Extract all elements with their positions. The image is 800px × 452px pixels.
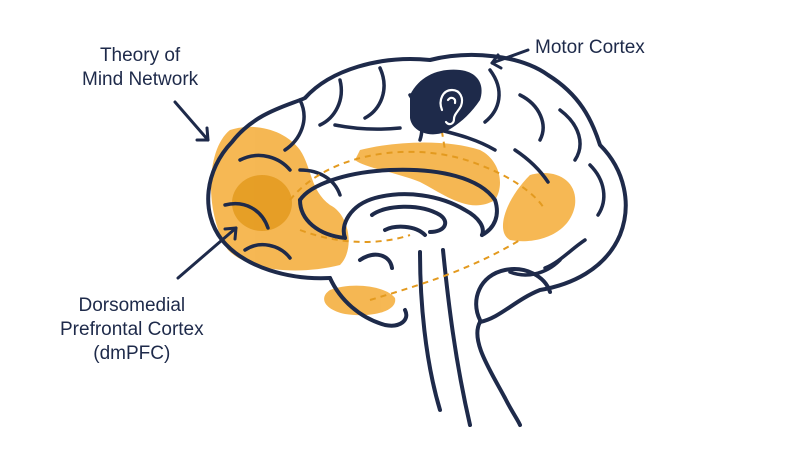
- dmpfc-label: Dorsomedial Prefrontal Cortex (dmPFC): [60, 294, 204, 366]
- motor-cortex-region: [410, 69, 482, 135]
- tpj-region: [502, 173, 576, 242]
- motor-cortex-label: Motor Cortex: [535, 36, 645, 60]
- motor-arrow: [490, 48, 530, 65]
- tom-label-line2: Mind Network: [82, 69, 199, 90]
- dmpfc-core: [232, 175, 292, 231]
- tom-label-line1: Theory of: [99, 45, 181, 66]
- label-arrows: [173, 48, 530, 280]
- theory-of-mind-label: Theory of Mind Network: [82, 44, 198, 92]
- dmpfc-label-line1: Dorsomedial: [78, 295, 186, 316]
- cingulate-region: [355, 142, 500, 206]
- tom-arrow: [173, 100, 210, 142]
- dmpfc-label-line2: Prefrontal Cortex: [60, 319, 204, 340]
- ear-icon: [439, 88, 464, 126]
- motor-label-text: Motor Cortex: [535, 37, 645, 58]
- corpus-callosum: [298, 167, 499, 270]
- brain-folds: [223, 66, 606, 277]
- temporal-region: [324, 285, 396, 316]
- dmpfc-arrow: [176, 226, 238, 280]
- dmpfc-label-line3: (dmPFC): [93, 343, 171, 364]
- brain-outline: [206, 53, 628, 427]
